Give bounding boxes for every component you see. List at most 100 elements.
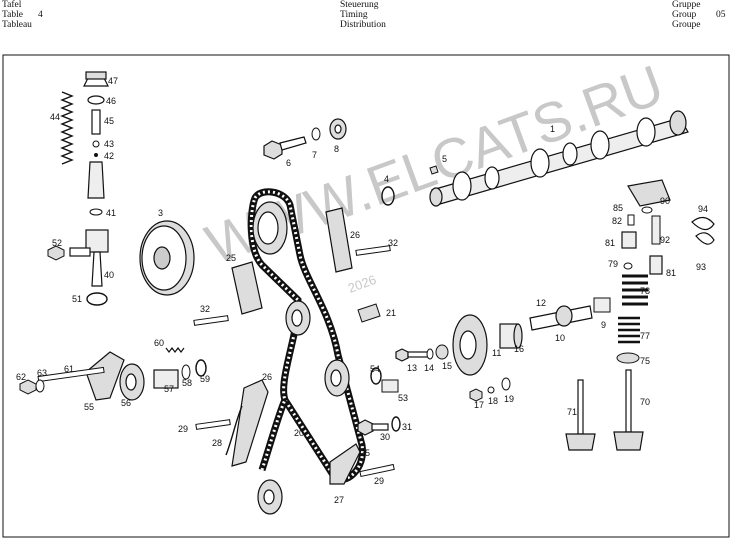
- callout-32-right: 32: [388, 238, 398, 248]
- key-5: [429, 165, 439, 175]
- ball-42: [94, 153, 98, 157]
- bolt-30: [357, 419, 389, 436]
- washer-19: [501, 377, 511, 391]
- callout-58: 58: [182, 378, 192, 388]
- callout-70: 70: [640, 397, 650, 407]
- callout-32-left: 32: [200, 304, 210, 314]
- callout-19: 19: [504, 394, 514, 404]
- callout-29-right: 29: [374, 476, 384, 486]
- pin-32-left: [193, 315, 229, 326]
- callout-92: 92: [660, 235, 670, 245]
- spring-60: [165, 347, 185, 353]
- camshaft-sprocket-upper: [252, 201, 288, 255]
- callout-4: 4: [384, 174, 389, 184]
- callout-13: 13: [407, 363, 417, 373]
- header-left: Tafel Table Tableau: [2, 0, 32, 30]
- washer-51: [86, 292, 108, 306]
- ring-4: [381, 186, 395, 206]
- ring-54: [370, 367, 382, 385]
- callout-47: 47: [108, 76, 118, 86]
- ring-31: [391, 416, 401, 432]
- washer-79: [623, 262, 633, 270]
- circlip-59: [195, 359, 207, 377]
- callout-90: 90: [660, 196, 670, 206]
- callout-11: 11: [492, 348, 501, 358]
- callout-9: 9: [601, 320, 606, 330]
- washer-8: [329, 118, 347, 140]
- header-right: Gruppe Group Groupe: [672, 0, 701, 30]
- callout-27: 27: [334, 495, 344, 505]
- valve-70: [613, 369, 644, 451]
- header-left-de: Tafel: [2, 0, 22, 10]
- callout-55: 55: [84, 402, 94, 412]
- spring-retainer-75: [616, 352, 640, 364]
- bolt-13: [395, 348, 429, 362]
- callout-59: 59: [200, 374, 210, 384]
- adjuster-81: [621, 231, 663, 275]
- callout-63: 63: [37, 368, 47, 378]
- callout-8: 8: [334, 144, 339, 154]
- header-center-en: Timing: [340, 10, 368, 20]
- callout-44: 44: [50, 112, 60, 122]
- rail-27: [329, 443, 361, 485]
- callout-51: 51: [72, 294, 82, 304]
- callout-53: 53: [398, 393, 408, 403]
- callout-16: 16: [514, 344, 524, 354]
- sprocket-56: [119, 363, 145, 401]
- nut-62: [19, 379, 37, 395]
- callout-18: 18: [488, 396, 498, 406]
- header-center-de: Steuerung: [340, 0, 379, 10]
- callout-79: 79: [608, 259, 618, 269]
- watermark-year: 2026: [346, 272, 378, 296]
- rail-25: [231, 261, 263, 315]
- spring-77: [618, 316, 640, 344]
- callout-75: 75: [640, 356, 650, 366]
- plug-53: [381, 379, 399, 393]
- callout-61: 61: [64, 364, 74, 374]
- spring-85: [641, 206, 653, 214]
- header-left-fr: Tableau: [2, 20, 32, 30]
- ball-43: [92, 140, 100, 148]
- camshaft: [429, 110, 689, 207]
- plunger-41: [87, 161, 105, 199]
- pin-29-left: [195, 419, 231, 430]
- idler-sprocket: [285, 300, 311, 336]
- callout-42: 42: [104, 151, 114, 161]
- intermediate-sprocket: [324, 359, 350, 397]
- callout-46: 46: [106, 96, 116, 106]
- callout-12: 12: [536, 298, 546, 308]
- callout-60: 60: [154, 338, 164, 348]
- callout-30: 30: [380, 432, 390, 442]
- sprocket-3: [139, 220, 195, 296]
- table-number: 4: [38, 10, 43, 20]
- callout-7: 7: [312, 150, 317, 160]
- nut-52: [47, 245, 65, 261]
- callout-25-lower: 25: [360, 448, 370, 458]
- callout-40: 40: [104, 270, 114, 280]
- callout-71: 71: [567, 407, 577, 417]
- callout-85: 85: [613, 203, 623, 213]
- washer-46: [87, 95, 105, 105]
- callout-1: 1: [550, 124, 555, 134]
- callout-20: 20: [294, 428, 304, 438]
- group-number: 05: [716, 10, 726, 20]
- callout-45: 45: [104, 116, 114, 126]
- callout-54: 54: [370, 364, 380, 374]
- callout-28: 28: [212, 438, 222, 448]
- crank-sprocket: [257, 479, 283, 515]
- callout-81-right: 81: [666, 268, 676, 278]
- stud-92: [651, 215, 661, 245]
- bushing-16: [499, 323, 523, 349]
- callout-17: 17: [474, 400, 484, 410]
- pin-45: [91, 109, 101, 135]
- pin-82: [627, 214, 635, 226]
- spring-clip-28: [225, 405, 243, 456]
- callout-25-upper: 25: [226, 253, 236, 263]
- rail-26-upper: [325, 207, 353, 273]
- callout-93: 93: [696, 262, 706, 272]
- ring-41: [89, 208, 103, 216]
- spring-78: [622, 274, 648, 306]
- sleeve-9: [593, 297, 611, 313]
- header-left-en: Table: [2, 10, 23, 20]
